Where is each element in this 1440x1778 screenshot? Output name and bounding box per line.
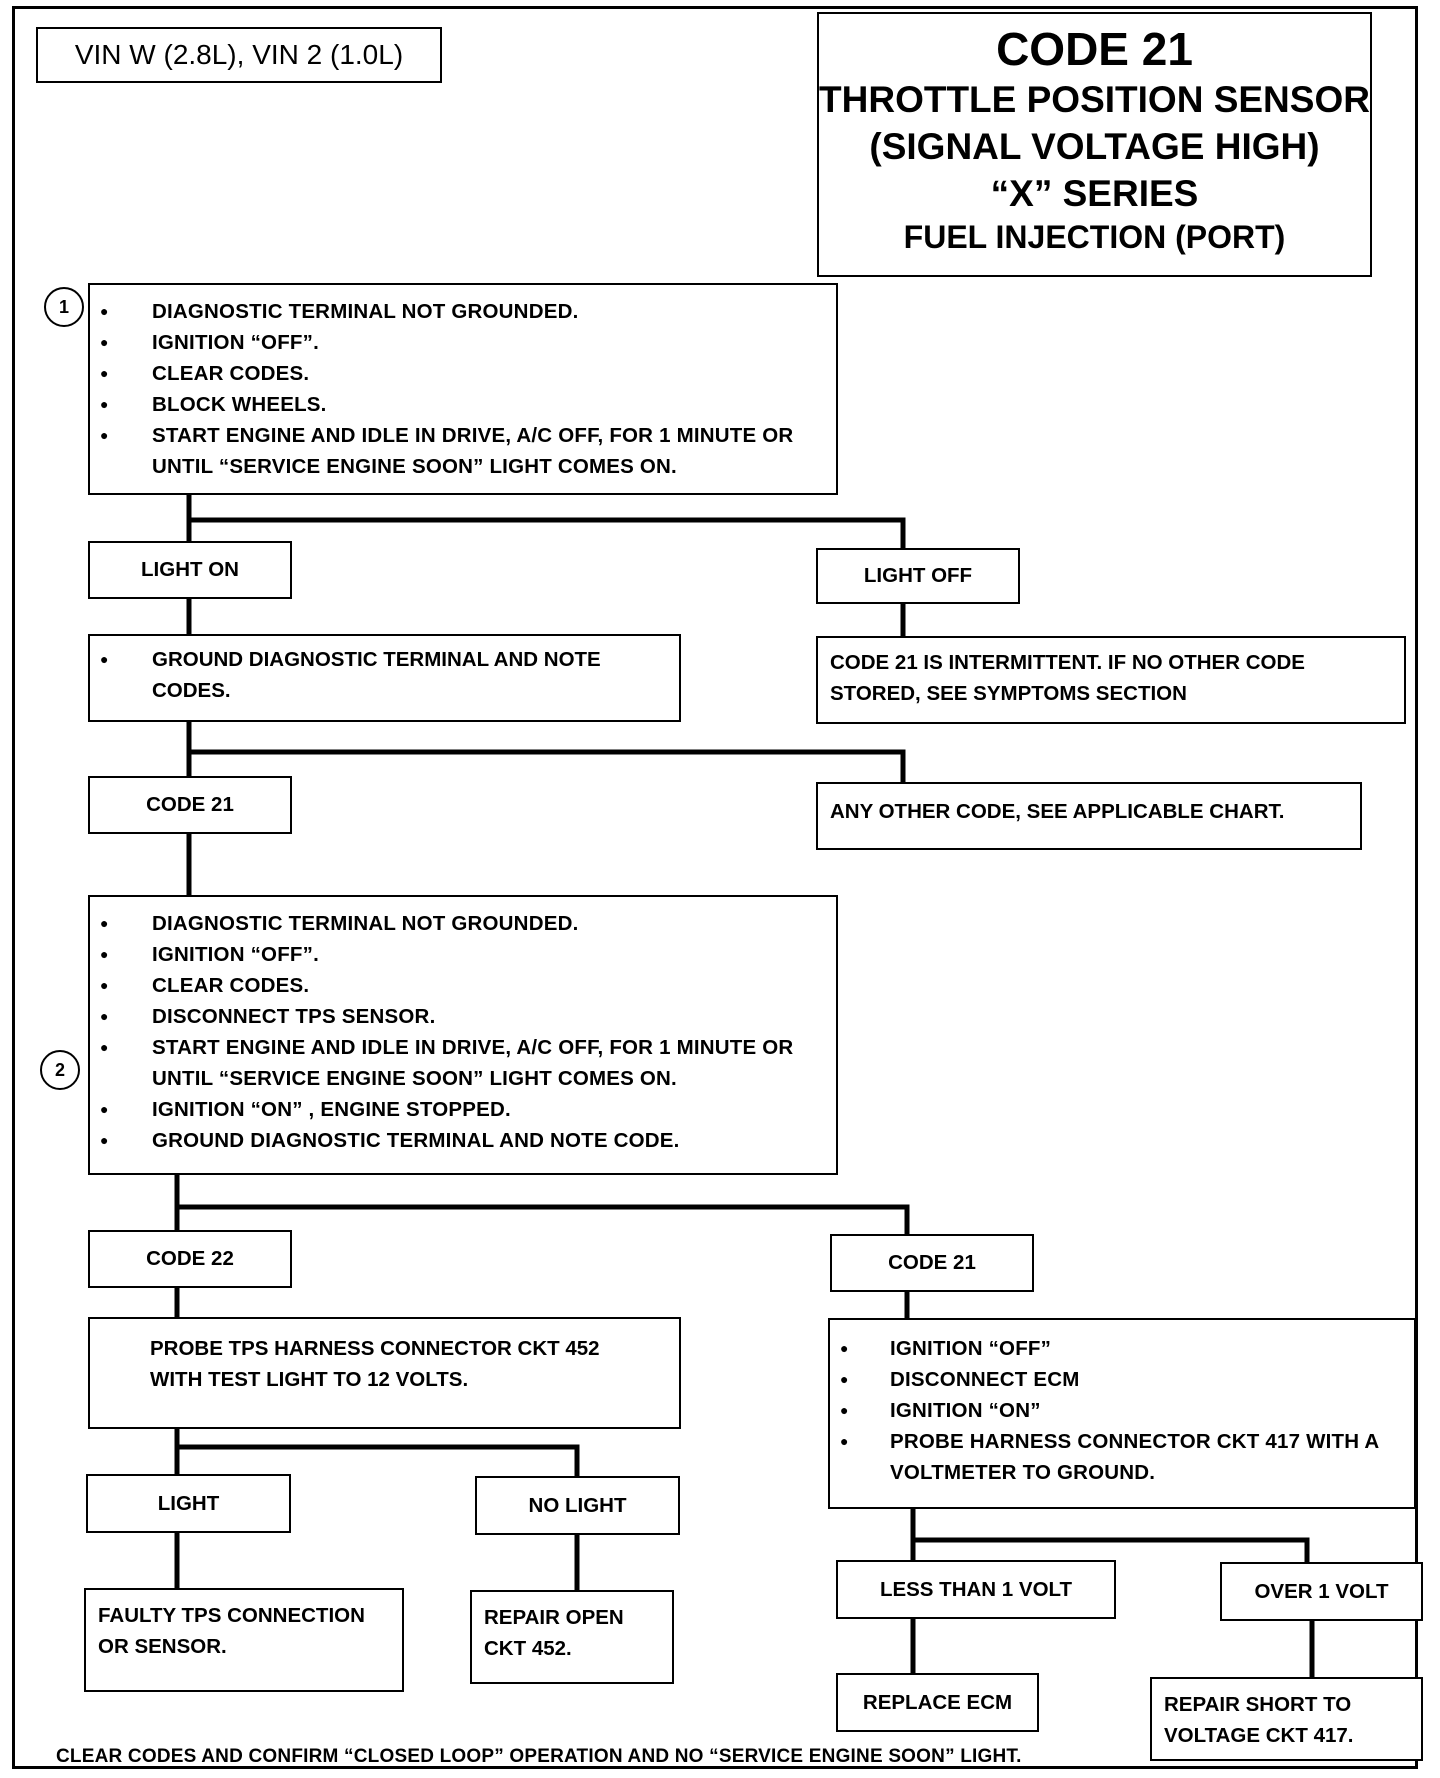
connector-step1-light-off bbox=[189, 517, 906, 550]
step2-marker: 2 bbox=[40, 1050, 80, 1090]
light-off-box: LIGHT OFF bbox=[816, 548, 1020, 604]
ecm-item: DISCONNECT ECM bbox=[830, 1364, 1414, 1395]
faulty-line2: OR SENSOR. bbox=[98, 1635, 227, 1658]
other-code-box: ANY OTHER CODE, SEE APPLICABLE CHART. bbox=[816, 782, 1362, 850]
step2-box: DIAGNOSTIC TERMINAL NOT GROUNDED. IGNITI… bbox=[88, 895, 838, 1175]
code22-box: CODE 22 bbox=[88, 1230, 292, 1288]
repair-open-line2: CKT 452. bbox=[484, 1637, 572, 1660]
title-line4: FUEL INJECTION (PORT) bbox=[903, 219, 1286, 255]
step2-item-continuation: UNTIL “SERVICE ENGINE SOON” LIGHT COMES … bbox=[152, 1067, 677, 1090]
no-light-box: NO LIGHT bbox=[475, 1476, 680, 1535]
ecm-item-cont: VOLTMETER TO GROUND. bbox=[830, 1457, 1414, 1488]
intermittent-line1: CODE 21 IS INTERMITTENT. IF NO OTHER COD… bbox=[830, 651, 1305, 674]
step2-item: IGNITION “OFF”. bbox=[90, 939, 836, 970]
step2-item: DISCONNECT TPS SENSOR. bbox=[90, 1001, 836, 1032]
step2-item: DIAGNOSTIC TERMINAL NOT GROUNDED. bbox=[90, 908, 836, 939]
step1-item: START ENGINE AND IDLE IN DRIVE, A/C OFF,… bbox=[90, 420, 836, 451]
other-code-text: ANY OTHER CODE, SEE APPLICABLE CHART. bbox=[830, 800, 1285, 823]
bullet-icon: ● bbox=[100, 651, 109, 667]
less-than-box: LESS THAN 1 VOLT bbox=[836, 1560, 1116, 1619]
repair-open-line1: REPAIR OPEN bbox=[484, 1606, 624, 1629]
connector-ecm-over bbox=[913, 1537, 1310, 1562]
ground-note-line2: CODES. bbox=[152, 679, 231, 702]
repair-short-line2: VOLTAGE CKT 417. bbox=[1164, 1724, 1354, 1747]
replace-ecm-box: REPLACE ECM bbox=[836, 1673, 1039, 1732]
step2-item: CLEAR CODES. bbox=[90, 970, 836, 1001]
step1-item: CLEAR CODES. bbox=[90, 358, 836, 389]
title-line1: THROTTLE POSITION SENSOR bbox=[819, 79, 1370, 120]
step1-item-cont: UNTIL “SERVICE ENGINE SOON” LIGHT COMES … bbox=[90, 451, 836, 482]
step2-item: START ENGINE AND IDLE IN DRIVE, A/C OFF,… bbox=[90, 1032, 836, 1063]
connector-ground-other bbox=[189, 749, 906, 782]
repair-short-box: REPAIR SHORT TO VOLTAGE CKT 417. bbox=[1150, 1677, 1423, 1761]
repair-short-line1: REPAIR SHORT TO bbox=[1164, 1693, 1352, 1716]
ecm-item-continuation: VOLTMETER TO GROUND. bbox=[890, 1461, 1156, 1484]
over-box: OVER 1 VOLT bbox=[1220, 1562, 1423, 1621]
title-line2: (SIGNAL VOLTAGE HIGH) bbox=[869, 126, 1320, 167]
title-box: CODE 21 THROTTLE POSITION SENSOR (SIGNAL… bbox=[817, 12, 1372, 277]
ecm-item: IGNITION “OFF” bbox=[830, 1333, 1414, 1364]
connector-step2-code21 bbox=[177, 1204, 910, 1235]
probe-tps-box: PROBE TPS HARNESS CONNECTOR CKT 452 WITH… bbox=[88, 1317, 681, 1429]
ecm-box: IGNITION “OFF” DISCONNECT ECM IGNITION “… bbox=[828, 1318, 1416, 1509]
probe-tps-line2: WITH TEST LIGHT TO 12 VOLTS. bbox=[150, 1368, 469, 1391]
intermittent-line2: STORED, SEE SYMPTOMS SECTION bbox=[830, 682, 1187, 705]
step1-item-continuation: UNTIL “SERVICE ENGINE SOON” LIGHT COMES … bbox=[152, 455, 677, 478]
ecm-item: IGNITION “ON” bbox=[830, 1395, 1414, 1426]
faulty-line1: FAULTY TPS CONNECTION bbox=[98, 1604, 365, 1627]
vin-label: VIN W (2.8L), VIN 2 (1.0L) bbox=[36, 27, 442, 83]
step2-item-cont: UNTIL “SERVICE ENGINE SOON” LIGHT COMES … bbox=[90, 1063, 836, 1094]
faulty-tps-box: FAULTY TPS CONNECTION OR SENSOR. bbox=[84, 1588, 404, 1692]
title-line3: “X” SERIES bbox=[990, 173, 1199, 214]
ground-note-box: ● GROUND DIAGNOSTIC TERMINAL AND NOTE CO… bbox=[88, 634, 681, 722]
ecm-item: PROBE HARNESS CONNECTOR CKT 417 WITH A bbox=[830, 1426, 1414, 1457]
code21-box-upper: CODE 21 bbox=[88, 776, 292, 834]
ground-note-line1: GROUND DIAGNOSTIC TERMINAL AND NOTE bbox=[152, 648, 601, 671]
footer-note: CLEAR CODES AND CONFIRM “CLOSED LOOP” OP… bbox=[56, 1746, 1022, 1767]
page-frame bbox=[12, 6, 1418, 1769]
step2-item: IGNITION “ON” , ENGINE STOPPED. bbox=[90, 1094, 836, 1125]
repair-open-box: REPAIR OPEN CKT 452. bbox=[470, 1590, 674, 1684]
probe-tps-line1: PROBE TPS HARNESS CONNECTOR CKT 452 bbox=[150, 1337, 600, 1360]
step1-item: IGNITION “OFF”. bbox=[90, 327, 836, 358]
step1-item: BLOCK WHEELS. bbox=[90, 389, 836, 420]
light-box: LIGHT bbox=[86, 1474, 291, 1533]
step1-marker: 1 bbox=[44, 287, 84, 327]
title-code: CODE 21 bbox=[996, 23, 1193, 75]
step1-item: DIAGNOSTIC TERMINAL NOT GROUNDED. bbox=[90, 296, 836, 327]
intermittent-box: CODE 21 IS INTERMITTENT. IF NO OTHER COD… bbox=[816, 636, 1406, 724]
step1-box: DIAGNOSTIC TERMINAL NOT GROUNDED. IGNITI… bbox=[88, 283, 838, 495]
connector-probe-nolight bbox=[177, 1444, 580, 1476]
code21-box-lower: CODE 21 bbox=[830, 1234, 1034, 1292]
step2-item: GROUND DIAGNOSTIC TERMINAL AND NOTE CODE… bbox=[90, 1125, 836, 1156]
light-on-box: LIGHT ON bbox=[88, 541, 292, 599]
